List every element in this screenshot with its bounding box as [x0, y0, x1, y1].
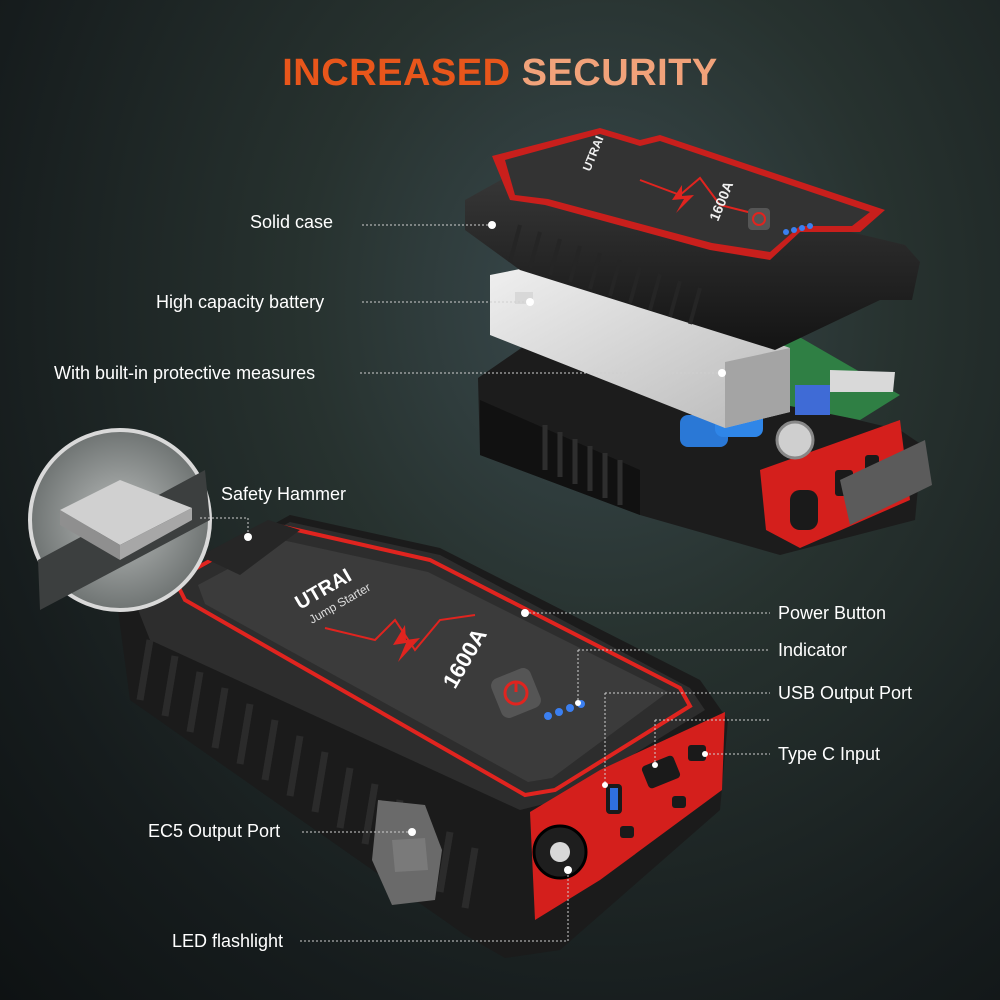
page-title: INCREASED SECURITY — [0, 52, 1000, 95]
label-power-button: Power Button — [778, 603, 887, 623]
label-solid-case: Solid case — [250, 212, 334, 232]
battery-block — [490, 262, 790, 428]
title-word-1: INCREASED — [282, 52, 511, 94]
hammer-zoom-circle — [28, 428, 212, 612]
label-usb-output: USB Output Port — [778, 683, 913, 703]
label-type-c: Type C Input — [778, 744, 881, 764]
callout-dots — [244, 221, 726, 874]
label-indicator: Indicator — [778, 640, 848, 660]
label-led-flashlight: LED flashlight — [172, 931, 284, 951]
label-protective: With built-in protective measures — [54, 363, 316, 383]
label-safety-hammer: Safety Hammer — [221, 484, 347, 504]
label-ec5: EC5 Output Port — [148, 821, 281, 841]
label-battery: High capacity battery — [156, 292, 325, 312]
callout-lines — [200, 224, 770, 942]
bottom-shell — [478, 342, 932, 555]
top-case — [465, 128, 920, 350]
title-word-2: SECURITY — [521, 52, 718, 94]
main-device — [118, 515, 728, 958]
